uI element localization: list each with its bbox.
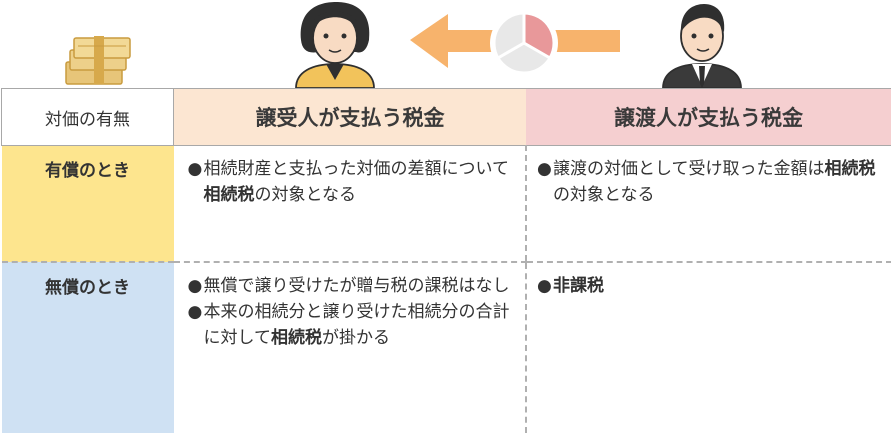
row-label-paid: 有償のとき — [2, 146, 174, 263]
illustration-area — [0, 0, 891, 88]
text: の対象となる — [255, 185, 357, 205]
money-bundle-icon — [66, 36, 130, 84]
list-item: ● 譲渡の対価として受け取った金額は相続税の対象となる — [537, 156, 880, 208]
table-row: 有償のとき ● 相続財産と支払った対価の差額について相続税の対象となる ● 譲渡… — [2, 146, 891, 263]
text: 相続財産と支払った対価の差額について — [204, 159, 510, 179]
text: 譲渡の対価として受け取った金額は — [553, 159, 825, 179]
tax-comparison-table: 対価の有無 譲受人が支払う税金 譲渡人が支払う税金 有償のとき ● 相続財産と支… — [1, 88, 891, 433]
list-item: ● 相続財産と支払った対価の差額について相続税の対象となる — [188, 156, 514, 208]
text: が掛かる — [322, 328, 390, 348]
bullet: ● — [188, 156, 204, 208]
bullet: ● — [537, 273, 553, 299]
header-consideration: 対価の有無 — [2, 89, 174, 146]
cell-free-receiver: ● 無償で譲り受けたが贈与税の課税はなし ● 本来の相続分と譲り受けた相続分の合… — [174, 262, 527, 433]
cell-paid-transferor: ● 譲渡の対価として受け取った金額は相続税の対象となる — [526, 146, 891, 263]
list-item: ● 無償で譲り受けたが贈与税の課税はなし — [188, 273, 514, 299]
cell-paid-receiver: ● 相続財産と支払った対価の差額について相続税の対象となる — [174, 146, 527, 263]
row-label-free: 無償のとき — [2, 262, 174, 433]
bullet: ● — [188, 299, 204, 351]
table-header-row: 対価の有無 譲受人が支払う税金 譲渡人が支払う税金 — [2, 89, 891, 146]
bold-text: 相続税 — [271, 328, 322, 348]
bold-text: 非課税 — [553, 276, 604, 296]
text: の対象となる — [553, 185, 655, 205]
header-transferor-tax: 譲渡人が支払う税金 — [526, 89, 891, 146]
bold-text: 相続税 — [825, 159, 876, 179]
header-receiver-tax: 譲受人が支払う税金 — [174, 89, 527, 146]
cell-free-transferor: ● 非課税 — [526, 262, 891, 433]
bullet: ● — [188, 273, 204, 299]
bullet: ● — [537, 156, 553, 208]
list-item: ● 非課税 — [537, 273, 880, 299]
pie-icon — [490, 9, 558, 77]
man-icon — [663, 4, 741, 88]
text: 無償で譲り受けたが贈与税の課税はなし — [204, 276, 510, 296]
list-item: ● 本来の相続分と譲り受けた相続分の合計に対して相続税が掛かる — [188, 299, 514, 351]
table-row: 無償のとき ● 無償で譲り受けたが贈与税の課税はなし ● 本来の相続分と譲り受け… — [2, 262, 891, 433]
bold-text: 相続税 — [204, 185, 255, 205]
woman-icon — [296, 2, 374, 88]
